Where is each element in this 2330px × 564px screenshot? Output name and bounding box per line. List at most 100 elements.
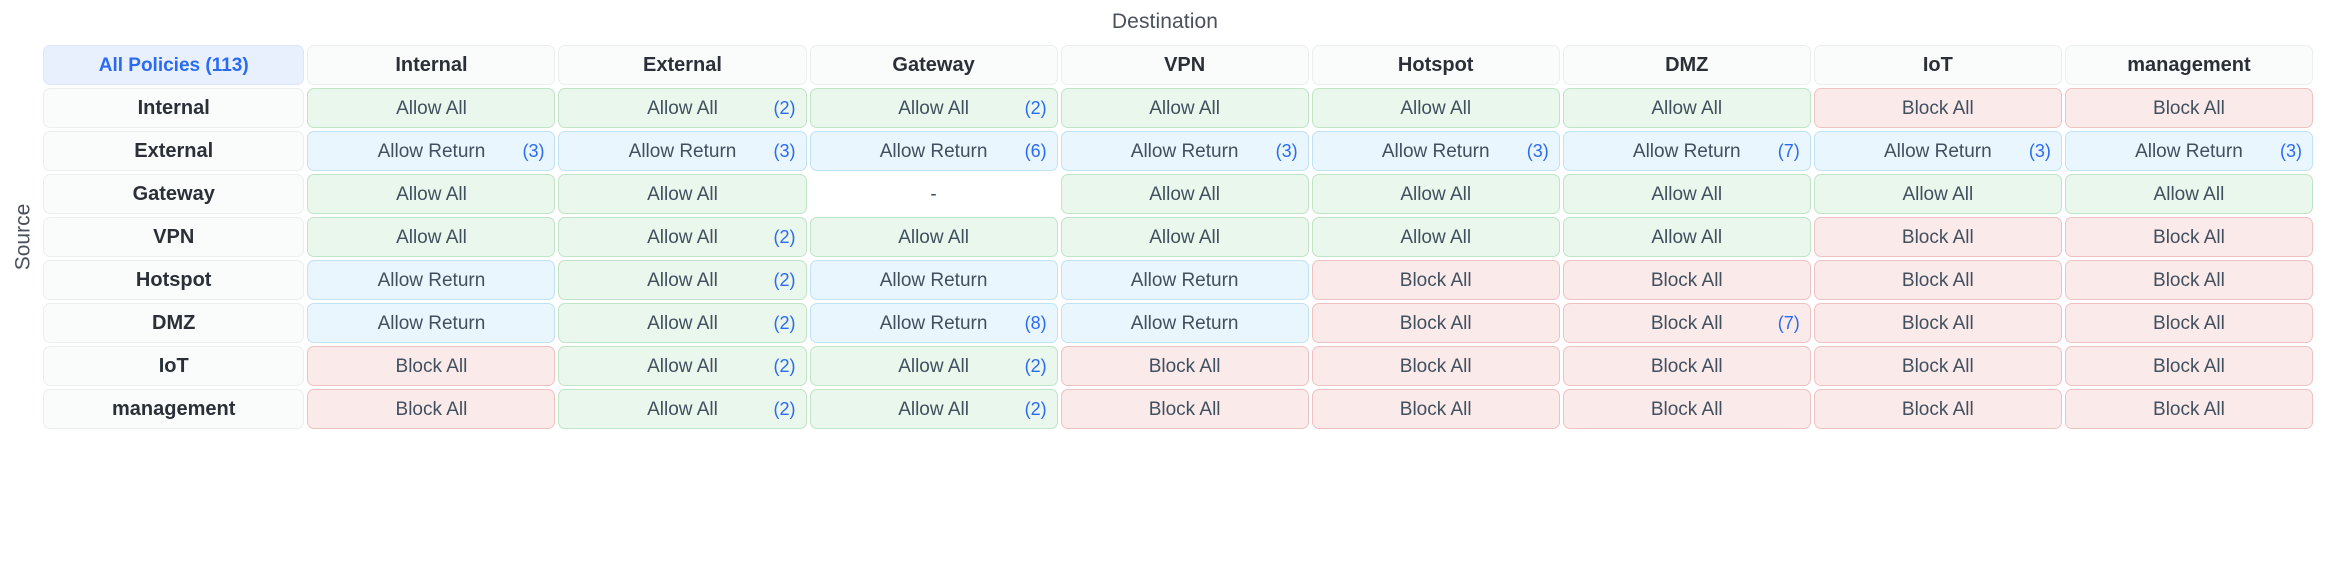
policy-cell[interactable]: Block All bbox=[307, 346, 556, 386]
column-header-gateway[interactable]: Gateway bbox=[809, 45, 1058, 85]
policy-cell[interactable]: Allow All bbox=[1562, 217, 1811, 257]
policy-cell-inner: Block All bbox=[2074, 228, 2304, 247]
policy-cell[interactable]: Allow All(2) bbox=[558, 389, 807, 429]
column-header-dmz[interactable]: DMZ bbox=[1562, 45, 1811, 85]
policy-cell[interactable]: Allow Return(3) bbox=[1060, 131, 1309, 171]
policy-cell-label: Allow All bbox=[1400, 97, 1472, 119]
policy-cell[interactable]: Block All bbox=[1311, 346, 1560, 386]
policy-cell[interactable]: Block All bbox=[1813, 217, 2062, 257]
policy-cell[interactable]: Block All bbox=[1311, 260, 1560, 300]
policy-cell[interactable]: Allow All(2) bbox=[558, 346, 807, 386]
policy-cell-label: Block All bbox=[1399, 398, 1472, 420]
policy-cell[interactable]: Allow All bbox=[809, 217, 1058, 257]
policy-cell[interactable]: Allow Return(3) bbox=[1311, 131, 1560, 171]
policy-cell-inner: Allow All bbox=[316, 185, 546, 204]
policy-cell[interactable]: Block All bbox=[307, 389, 556, 429]
policy-cell[interactable]: Allow All bbox=[1060, 88, 1309, 128]
policy-cell[interactable]: Allow All bbox=[307, 174, 556, 214]
policy-cell-count: (6) bbox=[1024, 141, 1047, 161]
policy-cell[interactable]: Allow Return bbox=[307, 260, 556, 300]
policy-cell[interactable]: Allow All bbox=[307, 217, 556, 257]
policy-cell[interactable]: Allow Return(8) bbox=[809, 303, 1058, 343]
column-header-vpn[interactable]: VPN bbox=[1060, 45, 1309, 85]
column-header-internal[interactable]: Internal bbox=[307, 45, 556, 85]
policy-cell[interactable]: Block All bbox=[1060, 389, 1309, 429]
policy-cell[interactable]: Block All bbox=[1813, 346, 2062, 386]
column-header-external[interactable]: External bbox=[558, 45, 807, 85]
policy-cell[interactable]: Allow Return(7) bbox=[1562, 131, 1811, 171]
policy-cell[interactable]: Allow All(2) bbox=[558, 88, 807, 128]
policy-cell[interactable]: Block All bbox=[1813, 389, 2062, 429]
policy-cell[interactable]: Allow All bbox=[307, 88, 556, 128]
policy-cell[interactable]: Block All bbox=[1813, 260, 2062, 300]
policy-cell[interactable]: Allow Return(3) bbox=[1813, 131, 2062, 171]
policy-cell[interactable]: Block All bbox=[2064, 389, 2313, 429]
policy-cell-inner: Allow All bbox=[316, 99, 546, 118]
policy-cell[interactable]: Allow All bbox=[1060, 174, 1309, 214]
policy-cell[interactable]: Block All bbox=[1562, 389, 1811, 429]
policy-cell[interactable]: Block All bbox=[1060, 346, 1309, 386]
row-header-external[interactable]: External bbox=[43, 131, 305, 171]
policy-cell[interactable]: Allow All bbox=[1562, 174, 1811, 214]
policy-cell[interactable]: Block All bbox=[1562, 346, 1811, 386]
policy-cell[interactable]: Allow Return bbox=[1060, 260, 1309, 300]
policy-cell-count: (2) bbox=[773, 227, 796, 247]
column-header-hotspot[interactable]: Hotspot bbox=[1311, 45, 1560, 85]
policy-cell-count: (2) bbox=[773, 98, 796, 118]
policy-cell[interactable]: Allow Return(3) bbox=[2064, 131, 2313, 171]
policy-cell[interactable]: Block All(7) bbox=[1562, 303, 1811, 343]
policy-cell[interactable]: Allow All(2) bbox=[809, 389, 1058, 429]
all-policies-button[interactable]: All Policies (113) bbox=[43, 45, 305, 85]
policy-cell-inner: Block All bbox=[2074, 271, 2304, 290]
policy-cell[interactable]: Allow All(2) bbox=[558, 260, 807, 300]
policy-cell[interactable]: Block All bbox=[2064, 260, 2313, 300]
policy-cell[interactable]: Allow All(2) bbox=[809, 346, 1058, 386]
row-header-vpn[interactable]: VPN bbox=[43, 217, 305, 257]
policy-cell[interactable]: Allow Return(3) bbox=[558, 131, 807, 171]
row-header-dmz[interactable]: DMZ bbox=[43, 303, 305, 343]
policy-cell[interactable]: Allow Return bbox=[809, 260, 1058, 300]
row-header-gateway[interactable]: Gateway bbox=[43, 174, 305, 214]
policy-cell[interactable]: Block All bbox=[1813, 303, 2062, 343]
source-axis-label: Source bbox=[6, 42, 40, 432]
policy-cell[interactable]: Allow Return bbox=[307, 303, 556, 343]
policy-cell-inner: Allow Return(3) bbox=[1823, 142, 2053, 161]
policy-cell[interactable]: Allow All(2) bbox=[558, 303, 807, 343]
policy-cell-label: Block All bbox=[2153, 226, 2225, 248]
policy-cell[interactable]: Block All bbox=[2064, 217, 2313, 257]
policy-cell[interactable]: Allow Return(3) bbox=[307, 131, 556, 171]
policy-cell[interactable]: Allow Return bbox=[1060, 303, 1309, 343]
policy-cell[interactable]: Allow All bbox=[1311, 217, 1560, 257]
policy-cell[interactable]: Allow All bbox=[1311, 88, 1560, 128]
row-header-internal[interactable]: Internal bbox=[43, 88, 305, 128]
policy-cell-inner: Block All bbox=[1572, 400, 1802, 419]
policy-cell[interactable]: Block All bbox=[1562, 260, 1811, 300]
row-header-management[interactable]: management bbox=[43, 389, 305, 429]
policy-cell[interactable]: Block All bbox=[2064, 88, 2313, 128]
policy-cell[interactable]: - bbox=[809, 174, 1058, 214]
row-header-iot[interactable]: IoT bbox=[43, 346, 305, 386]
policy-cell[interactable]: Block All bbox=[1311, 303, 1560, 343]
policy-cell[interactable]: Block All bbox=[2064, 303, 2313, 343]
policy-cell-label: Allow All bbox=[2153, 183, 2225, 205]
policy-cell[interactable]: Allow All bbox=[1813, 174, 2062, 214]
policy-cell[interactable]: Allow All(2) bbox=[558, 217, 807, 257]
policy-cell[interactable]: Block All bbox=[1813, 88, 2062, 128]
policy-cell-label: Block All bbox=[395, 398, 468, 420]
policy-cell[interactable]: Allow All bbox=[2064, 174, 2313, 214]
policy-cell-label: Allow All bbox=[1651, 183, 1723, 205]
policy-cell[interactable]: Block All bbox=[1311, 389, 1560, 429]
policy-cell-label: Block All bbox=[1148, 398, 1221, 420]
policy-cell[interactable]: Allow Return(6) bbox=[809, 131, 1058, 171]
policy-cell[interactable]: Allow All bbox=[558, 174, 807, 214]
column-header-management[interactable]: management bbox=[2064, 45, 2313, 85]
policy-cell[interactable]: Allow All bbox=[1311, 174, 1560, 214]
policy-cell[interactable]: Allow All(2) bbox=[809, 88, 1058, 128]
policy-cell[interactable]: Allow All bbox=[1562, 88, 1811, 128]
policy-cell[interactable]: Block All bbox=[2064, 346, 2313, 386]
row-header-hotspot[interactable]: Hotspot bbox=[43, 260, 305, 300]
policy-cell-label: Block All bbox=[1650, 398, 1723, 420]
policy-cell[interactable]: Allow All bbox=[1060, 217, 1309, 257]
column-header-iot[interactable]: IoT bbox=[1813, 45, 2062, 85]
